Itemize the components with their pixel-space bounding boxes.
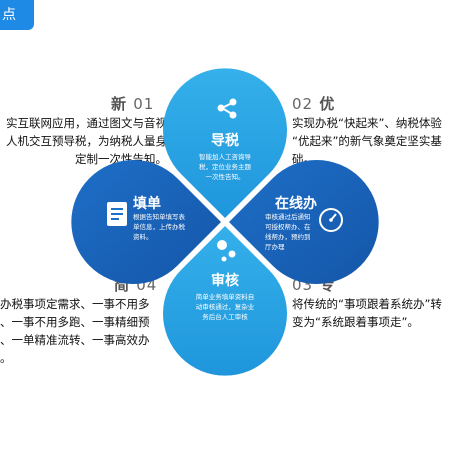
petal-bottom-line: 动审核通过，复杂业 [195,303,255,311]
feature-special-line: 将传统的“事项跟着系统办”转 [292,297,442,311]
petal-right-line: 可授权帮办、在 [265,223,311,231]
form-icon [107,202,127,226]
feature-excellent-number: 02 [292,95,314,113]
petal-top-title: 导税 [211,133,239,149]
feature-simple-line: 。 [0,351,12,365]
petal-left-line: 资料。 [133,233,153,241]
petal-left-title: 填单 [133,196,161,212]
feature-excellent-desc: 实现办税“快起来”、纳税体验 “优起来”的新气象奠定坚实基 础。 [292,114,450,168]
feature-new-line: 人机交互预导税，为纳税人量身 [6,134,167,148]
petal-bottom-title: 审核 [211,273,239,289]
petal-right-line: 审核通过后通知 [265,213,311,221]
petal-bottom-desc: 简单业务填单资料自 动审核通过，复杂业 务后台人工审核 [183,292,267,322]
feature-new-title: 新 01 [111,93,154,114]
petal-bottom-line: 简单业务填单资料自 [195,293,255,301]
petal-bottom-line: 务后台人工审核 [202,313,248,321]
feature-simple-line: 办税事项定需求、一事不用多 [0,297,150,311]
feature-new-label: 新 [111,95,128,113]
feature-excellent-title: 02 优 [292,93,335,114]
feature-special-desc: 将传统的“事项跟着系统办”转 变为“系统跟着事项走”。 [292,295,450,331]
petal-top-line: 一次性告知。 [205,173,245,181]
petal-right-title: 在线办 [275,196,317,212]
petal-left-desc: 根据告知单填写表 单信息，上传办税 资料。 [133,212,203,242]
feature-simple-line: 、一事不用多跑、一事精细预 [0,315,150,329]
share-icon [217,98,237,119]
petal-right-line: 线帮办，预约到 [265,233,311,241]
gear-flow-icon [217,240,236,262]
feature-excellent-label: 优 [319,95,336,113]
feature-special-line: 变为“系统跟着事项走”。 [292,315,419,329]
petal-right-line: 厅办理 [265,243,285,251]
feature-simple-desc: 办税事项定需求、一事不用多 、一事不用多跑、一事精细预 、一单精准流转、一事高效… [0,295,160,367]
feature-simple-line: 、一单精准流转、一事高效办 [0,333,150,347]
petal-top-desc: 智能加人工咨询导 税，定位业务主题 一次性告知。 [188,152,262,182]
feature-excellent-line: 实现办税“快起来”、纳税体验 [292,116,442,130]
petal-top[interactable] [162,68,287,218]
petal-bottom[interactable] [163,226,287,376]
petal-left-line: 根据告知单填写表 [133,213,185,221]
petal-left-line: 单信息，上传办税 [133,223,185,231]
petal-top-line: 智能加人工咨询导 [199,153,251,161]
petal-top-line: 税，定位业务主题 [199,163,251,171]
petal-right[interactable] [229,159,379,284]
feature-new-number: 01 [133,95,155,113]
petal-left[interactable] [71,160,221,284]
feature-new-line: 实互联网应用，通过图文与音视 [6,116,167,130]
feature-excellent-line: “优起来”的新气象奠定坚实基 [292,134,442,148]
gauge-icon [319,208,343,232]
petal-right-desc: 审核通过后通知 可授权帮办、在 线帮办，预约到 厅办理 [265,212,321,252]
section-tab[interactable]: 点 [0,0,34,30]
